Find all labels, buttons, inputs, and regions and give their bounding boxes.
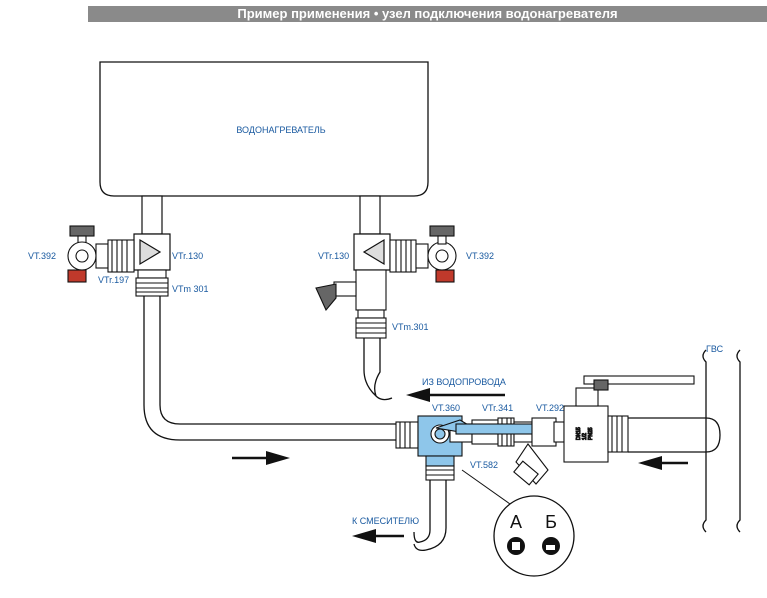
label-vt392-right: VT.392: [466, 251, 494, 261]
tee-fitting-left: [133, 233, 171, 271]
mixer-pipe: [413, 480, 447, 552]
gvs-label: ГВС: [706, 344, 724, 354]
variant-b-label: Б: [545, 512, 557, 532]
heater-label: ВОДОНАГРЕВАТЕЛЬ: [236, 125, 325, 135]
label-vt582: VT.582: [470, 460, 498, 470]
label-vt360: VT.360: [432, 403, 460, 413]
dn-mark-3: PN25: [588, 427, 594, 440]
to-mixer-label: К СМЕСИТЕЛЮ: [352, 516, 419, 526]
label-vtm301-left: VTm 301: [172, 284, 209, 294]
label-vt392-left: VT.392: [28, 251, 56, 261]
supply-pipe-right: [628, 417, 721, 453]
water-heater-tank: [99, 61, 429, 197]
gvs-riser: [702, 349, 741, 533]
label-vtr130-left: VTr.130: [172, 251, 203, 261]
ball-valve-right: [389, 225, 457, 283]
hot-pipe-left: [143, 296, 396, 441]
supply-ball-valve: DN15 1/2 PN25: [563, 375, 695, 463]
ball-valve-left: [67, 225, 135, 283]
main-ball-valve: [435, 417, 557, 447]
label-vtr341: VTr.341: [482, 403, 513, 413]
from-supply-label: ИЗ ВОДОПРОВОДА: [422, 377, 506, 387]
label-vt292: VT.292: [536, 403, 564, 413]
dn-mark-1: DN15: [576, 427, 582, 440]
dn-mark-2: 1/2: [582, 433, 588, 440]
detail-leader-line: [461, 469, 511, 505]
manifold-fitting: [395, 415, 473, 467]
safety-drain-valve: [315, 269, 387, 339]
label-vtr130-right: VTr.130: [318, 251, 349, 261]
detail-circle: А Б: [493, 495, 575, 577]
supply-pipe-cut: [363, 338, 393, 401]
right-outlet-pipe: [359, 195, 381, 235]
tee-fitting-right: [353, 233, 391, 271]
flow-arrow-riser: [638, 456, 688, 470]
flow-arrow-from-supply: [406, 388, 505, 402]
flow-arrow-to-mixer: [352, 529, 404, 543]
union-below-manifold: [425, 465, 455, 481]
header-title: Пример применения • узел подключения вод…: [88, 6, 767, 22]
label-vtm301-right: VTm.301: [392, 322, 429, 332]
union-fitting-left: [135, 269, 169, 297]
label-vtr197: VTr.197: [98, 275, 129, 285]
strainer-filter: [513, 417, 565, 486]
variant-a-label: А: [510, 512, 522, 532]
left-outlet-pipe: [141, 195, 163, 235]
flow-arrow-inlet: [232, 451, 290, 465]
